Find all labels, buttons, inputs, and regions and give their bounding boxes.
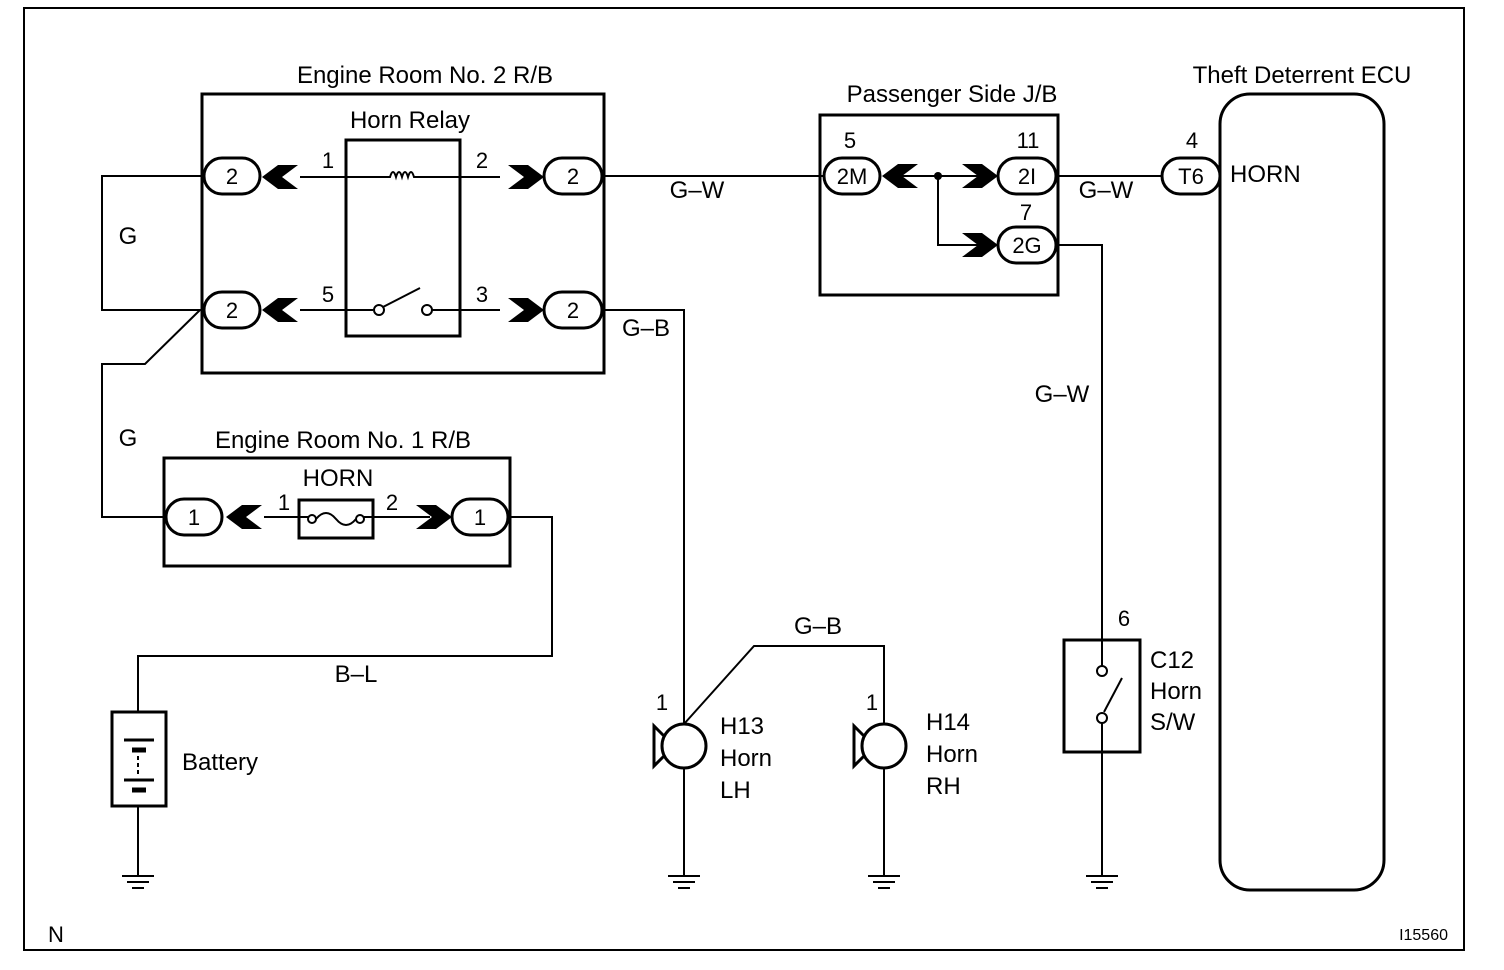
wire-label-b-l: B–L — [335, 661, 378, 688]
ecu-terminal-horn: HORN — [1230, 161, 1301, 188]
jb-pin-11: 11 — [1017, 128, 1040, 153]
er2-connector-bottom-right: 2 — [508, 290, 604, 330]
wire-g-w-switch — [1056, 244, 1103, 640]
chevron-right-icon — [416, 505, 452, 529]
horn-rh: 1 H14 Horn RH — [852, 690, 978, 800]
wire-b-l — [137, 516, 553, 712]
horn-rh-label-2: Horn — [926, 741, 978, 768]
battery: Battery — [110, 710, 258, 808]
svg-text:2: 2 — [226, 298, 238, 323]
svg-text:2: 2 — [567, 164, 579, 189]
relay-contact-right — [421, 304, 433, 316]
chevron-right-icon — [962, 233, 998, 257]
ground-icon — [868, 875, 900, 889]
switch-contact-bottom — [1096, 712, 1108, 724]
horn-icon — [860, 722, 908, 770]
horn-switch-label-3: S/W — [1150, 709, 1196, 736]
horn-fuse-label: HORN — [303, 465, 374, 492]
wire-label-g-b-1: G–B — [622, 315, 670, 342]
ecu-connector-t6: T6 — [1178, 164, 1204, 189]
ground-icon — [668, 875, 700, 889]
relay-coil — [300, 171, 500, 181]
chevron-left-icon — [262, 165, 298, 189]
jb-connector-2i: 2I — [1018, 164, 1036, 189]
horn-relay-label: Horn Relay — [350, 107, 470, 134]
chevron-right-icon — [962, 164, 998, 188]
horn-switch-label-1: C12 — [1150, 647, 1194, 674]
fuse-icon — [315, 512, 357, 526]
theft-deterrent-ecu: Theft Deterrent ECU T6 4 HORN — [1160, 62, 1412, 892]
jb-connector-2m: 2M — [837, 164, 868, 189]
er1-connector-left: 1 — [188, 505, 200, 530]
er1-connector-right: 1 — [474, 505, 486, 530]
chevron-left-icon — [262, 298, 298, 322]
relay-pin-1: 1 — [322, 148, 334, 173]
wire-g-to-er1 — [101, 309, 201, 518]
horn-lh-pin-1: 1 — [656, 690, 668, 715]
relay-pin-2: 2 — [476, 148, 488, 173]
er2-connector-top-left: 2 — [202, 156, 298, 196]
er2-connector-bottom-left: 2 — [202, 290, 298, 330]
passenger-jb-label: Passenger Side J/B — [847, 81, 1058, 108]
diagram-frame — [23, 7, 1465, 951]
ground-icon — [1086, 875, 1118, 889]
horn-icon — [660, 722, 708, 770]
footer-left-code: N — [48, 922, 64, 947]
svg-text:2: 2 — [226, 164, 238, 189]
relay-pin-5: 5 — [322, 282, 334, 307]
horn-switch: 6 C12 Horn S/W — [1062, 606, 1202, 754]
fuse-pin-1: 1 — [278, 490, 290, 515]
wire-label-g-w-2: G–W — [1079, 177, 1134, 204]
relay-contact-left — [373, 304, 385, 316]
theft-ecu-label: Theft Deterrent ECU — [1193, 62, 1412, 89]
wire-g-b-horns — [683, 645, 885, 726]
jb-pin-7: 7 — [1020, 200, 1032, 225]
wire-label-g-w-3: G–W — [1035, 381, 1090, 408]
jb-connector-2g: 2G — [1012, 233, 1041, 258]
wire-g-b-relay — [602, 309, 685, 726]
horn-rh-label-1: H14 — [926, 709, 970, 736]
ecu-pin-4: 4 — [1186, 128, 1198, 153]
er2-connector-top-right: 2 — [508, 156, 604, 196]
fuse-pin-2: 2 — [386, 490, 398, 515]
engine-room-1-rb: Engine Room No. 1 R/B HORN 1 2 1 1 — [162, 427, 512, 568]
svg-text:2: 2 — [567, 298, 579, 323]
engine-room-1-label: Engine Room No. 1 R/B — [215, 427, 471, 454]
switch-lever-icon — [1103, 677, 1123, 713]
engine-room-2-rb: Engine Room No. 2 R/B — [200, 62, 606, 375]
chevron-right-icon — [508, 165, 544, 189]
horn-lh-label-2: Horn — [720, 745, 772, 772]
engine-room-2-label: Engine Room No. 2 R/B — [297, 62, 553, 89]
wire-g-loop — [101, 175, 204, 311]
wire-label-g-b-2: G–B — [794, 613, 842, 640]
relay-pin-3: 3 — [476, 282, 488, 307]
switch-pin-6: 6 — [1118, 606, 1130, 631]
jb-pin-5: 5 — [844, 128, 856, 153]
horn-lh: 1 H13 Horn LH — [652, 690, 772, 804]
battery-label: Battery — [182, 749, 258, 776]
chevron-left-icon — [226, 505, 262, 529]
horn-switch-label-2: Horn — [1150, 678, 1202, 705]
horn-rh-label-3: RH — [926, 773, 961, 800]
footer-figure-id: I15560 — [1399, 927, 1448, 944]
horn-relay: Horn Relay 1 2 5 3 — [300, 107, 500, 338]
horn-lh-label-1: H13 — [720, 713, 764, 740]
passenger-side-jb: Passenger Side J/B 2M 5 2I 11 2G 7 — [818, 81, 1060, 297]
wire-label-g-w-1: G–W — [670, 177, 725, 204]
wire-label-g-top: G — [119, 223, 138, 250]
horn-rh-pin-1: 1 — [866, 690, 878, 715]
horn-lh-label-3: LH — [720, 777, 751, 804]
chevron-right-icon — [508, 298, 544, 322]
ground-icon — [122, 875, 154, 889]
wire-label-g-bottom: G — [119, 425, 138, 452]
switch-contact-top — [1096, 665, 1108, 677]
